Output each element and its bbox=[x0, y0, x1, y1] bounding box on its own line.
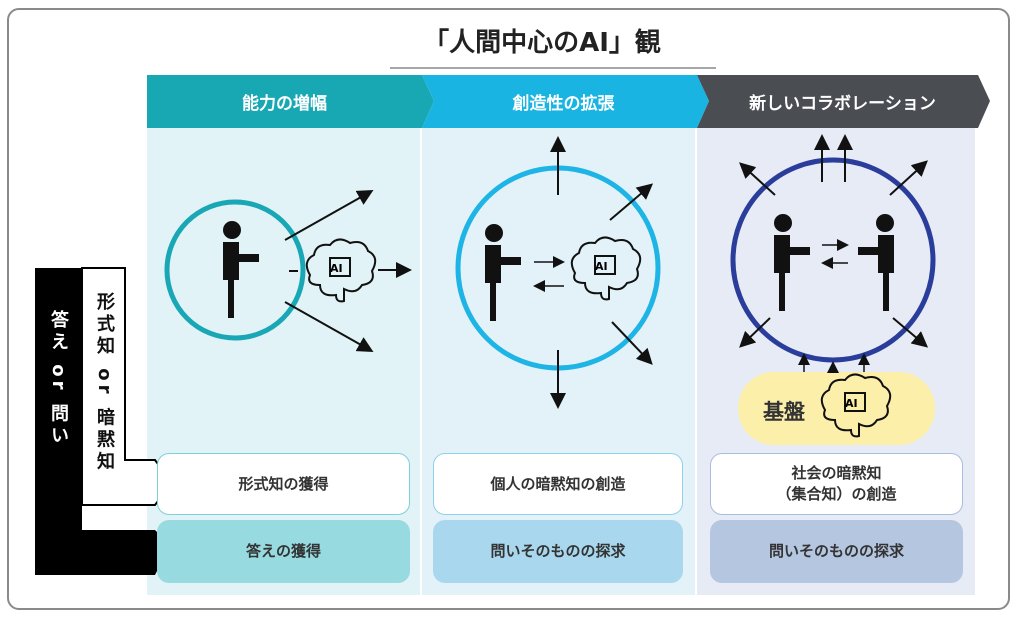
box-question-inquiry: 問いそのものの探求 bbox=[710, 520, 963, 583]
box-personal-tacit: 個人の暗黙知の創造 bbox=[433, 453, 683, 515]
label-explicit-or-tacit: 形式知 or 暗黙知 bbox=[94, 292, 115, 474]
box-question-inquiry: 問いそのものの探求 bbox=[433, 520, 683, 583]
outer-frame bbox=[7, 8, 1010, 610]
ai-chip-label: AI bbox=[595, 260, 608, 273]
box-social-tacit: 社会の暗黙知 （集合知）の創造 bbox=[710, 453, 963, 515]
ai-chip-label: AI bbox=[845, 397, 858, 410]
label-answer-or-question: 答え or 問い bbox=[48, 310, 69, 448]
box-line: （集合知）の創造 bbox=[776, 485, 897, 503]
box-line: 社会の暗黙知 bbox=[791, 464, 882, 482]
box-explicit-knowledge: 形式知の獲得 bbox=[157, 453, 410, 515]
page-title: 「人間中心のAI」観 bbox=[423, 28, 661, 58]
header-new-collaboration: 新しいコラボレーション bbox=[749, 94, 936, 114]
header-capability-amplification: 能力の増幅 bbox=[242, 94, 327, 114]
box-answer: 答えの獲得 bbox=[157, 520, 410, 583]
foundation-label: 基盤 bbox=[763, 400, 805, 424]
header-creativity-expansion: 創造性の拡張 bbox=[512, 94, 615, 114]
ai-chip-label: AI bbox=[330, 262, 343, 275]
